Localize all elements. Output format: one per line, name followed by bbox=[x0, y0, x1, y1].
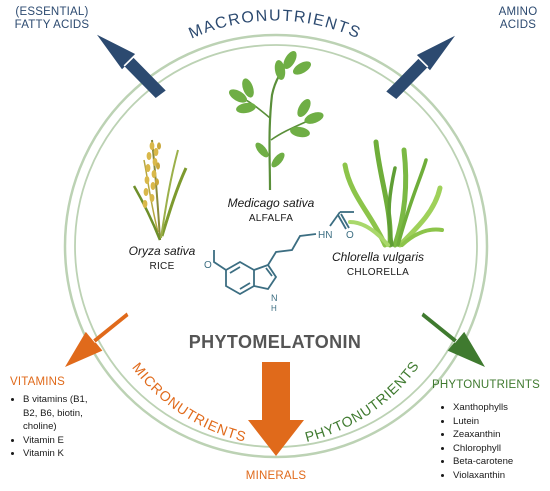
vitamins-list: B vitamins (B1, B2, B6, biotin, choline)… bbox=[10, 393, 123, 461]
arrow-minerals-shape bbox=[248, 362, 304, 456]
arrow-vitamins-shape bbox=[65, 312, 129, 367]
species-rice: Oryza sativa RICE bbox=[112, 244, 212, 272]
vitamin-b-line1: B vitamins (B1, bbox=[23, 394, 88, 405]
molecule-o-label: O bbox=[346, 230, 354, 241]
amino-acids-line2: ACIDS bbox=[499, 19, 537, 32]
molecule-h-label: H bbox=[271, 304, 277, 313]
alfalfa-plant-illustration bbox=[228, 50, 324, 191]
species-alfalfa: Medicago sativa ALFALFA bbox=[216, 196, 326, 224]
alfalfa-common-name: ALFALFA bbox=[248, 213, 294, 224]
fatty-acids-label: (ESSENTIAL) FATTY ACIDS bbox=[6, 6, 98, 32]
vitamin-b-line2: B2, B6, biotin, bbox=[23, 407, 83, 419]
phytonutrients-list: Xanthophylls Lutein Zeaxanthin Chlorophy… bbox=[440, 401, 550, 483]
fatty-acids-line1: (ESSENTIAL) bbox=[15, 6, 89, 18]
rice-latin-name: Oryza sativa bbox=[128, 244, 196, 258]
list-item: Zeaxanthin bbox=[453, 428, 550, 442]
amino-acids-line1: AMINO bbox=[498, 6, 538, 18]
list-item: Beta-carotene bbox=[453, 455, 550, 469]
list-item: Vitamin K bbox=[23, 447, 123, 461]
chlorella-common-name: CHLORELLA bbox=[346, 267, 410, 278]
species-chlorella: Chlorella vulgaris CHLORELLA bbox=[318, 250, 438, 278]
list-item: Xanthophylls bbox=[453, 401, 550, 415]
chlorella-illustration bbox=[342, 139, 444, 248]
vitamins-heading: VITAMINS bbox=[10, 376, 66, 388]
list-item: B vitamins (B1, B2, B6, biotin, choline) bbox=[23, 393, 123, 434]
arrow-phytonutrients-shape bbox=[421, 312, 485, 367]
list-item: Violaxanthin bbox=[453, 469, 550, 483]
molecule-nh-label: HN bbox=[318, 230, 332, 241]
arrow-amino-acids-shape bbox=[386, 35, 455, 99]
rice-plant-illustration bbox=[132, 139, 188, 241]
chlorella-latin-name: Chlorella vulgaris bbox=[331, 250, 425, 264]
amino-acids-label: AMINO ACIDS bbox=[490, 6, 546, 32]
list-item: Chlorophyll bbox=[453, 442, 550, 456]
alfalfa-latin-name: Medicago sativa bbox=[227, 196, 315, 210]
macronutrients-label: MACRONUTRIENTS bbox=[186, 8, 363, 43]
arrow-fatty-acids-shape bbox=[97, 34, 166, 98]
vitamin-b-line3: choline) bbox=[23, 421, 57, 433]
phytomelatonin-title: PHYTOMELATONIN bbox=[188, 332, 362, 352]
minerals-heading: MINERALS bbox=[245, 470, 307, 482]
molecule-methoxy-o-label: O bbox=[204, 260, 212, 271]
phytonutrients-heading: PHYTONUTRIENTS bbox=[432, 379, 541, 391]
rice-common-name: RICE bbox=[149, 261, 175, 272]
fatty-acids-line2: FATTY ACIDS bbox=[14, 19, 90, 32]
list-item: Vitamin E bbox=[23, 434, 123, 448]
micronutrients-label: MICRONUTRIENTS bbox=[129, 359, 248, 444]
list-item: Lutein bbox=[453, 415, 550, 429]
molecule-n-label: N bbox=[271, 293, 278, 303]
outer-ring bbox=[63, 33, 489, 459]
melatonin-molecule bbox=[213, 211, 354, 296]
